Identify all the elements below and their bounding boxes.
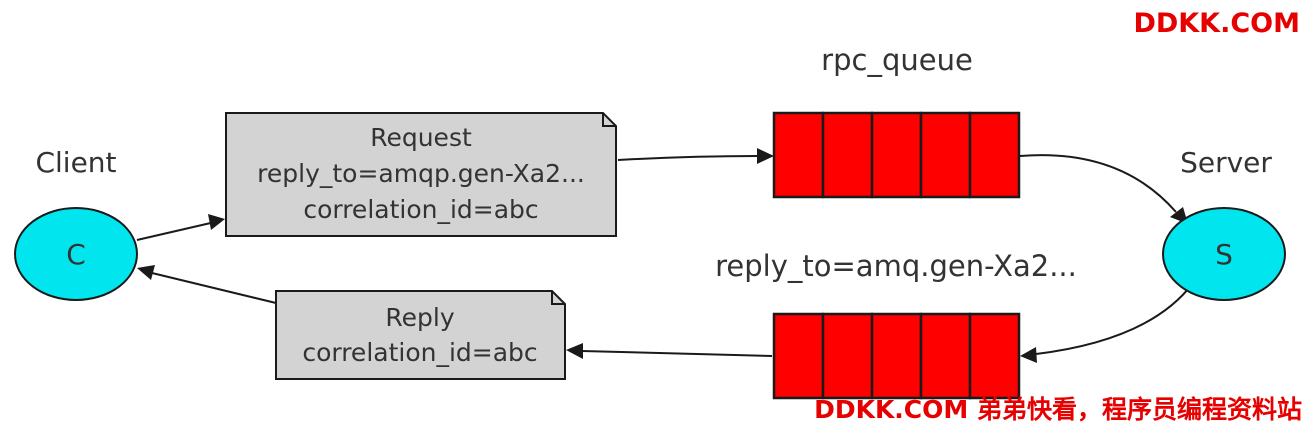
arrowhead-reply-queue-to-reply (566, 343, 583, 359)
reply-queue: reply_to=amq.gen-Xa2... (715, 249, 1077, 400)
reply-queue-label: reply_to=amq.gen-Xa2... (715, 249, 1077, 283)
arrow-server-to-reply-queue (1035, 282, 1194, 355)
server-node: Server S (1162, 146, 1286, 301)
request-message-box (225, 112, 617, 237)
queue-cell (772, 312, 825, 400)
request-queue-label: rpc_queue (821, 43, 973, 77)
request-message-fold (602, 113, 616, 127)
client-node: Client C (14, 146, 138, 301)
arrowhead-server-to-reply-queue (1020, 347, 1037, 363)
queue-cell (870, 312, 923, 400)
reply-message-fold (551, 291, 565, 305)
queue-cell (968, 111, 1021, 199)
request-message: Request reply_to=amqp.gen-Xa2... correla… (225, 112, 617, 237)
server-label: Server (1180, 146, 1272, 179)
request-message-correlation-id: correlation_id=abc (303, 195, 538, 224)
server-symbol: S (1215, 238, 1233, 271)
arrow-queue-to-server (1019, 154, 1177, 213)
arrow-reply-to-client (151, 272, 277, 304)
client-symbol: C (66, 238, 86, 271)
arrow-reply-queue-to-reply (581, 350, 773, 357)
queue-cell (821, 312, 874, 400)
reply-message-box (275, 290, 566, 380)
watermark-top: DDKK.COM (1133, 8, 1300, 39)
arrowhead-client-to-request (208, 214, 225, 230)
client-circle (14, 207, 138, 301)
queue-cell (821, 111, 874, 199)
queue-cell (870, 111, 923, 199)
queue-cell (919, 312, 972, 400)
arrowhead-reply-to-client (137, 265, 155, 280)
request-message-title: Request (370, 123, 472, 152)
request-queue: rpc_queue (772, 43, 1021, 199)
queue-cell (968, 312, 1021, 400)
queue-cell (919, 111, 972, 199)
arrow-request-to-queue (617, 155, 759, 161)
request-message-reply-to: reply_to=amqp.gen-Xa2... (257, 159, 585, 188)
server-circle (1162, 207, 1286, 301)
reply-message-correlation-id: correlation_id=abc (302, 338, 537, 367)
reply-message-title: Reply (385, 303, 454, 332)
arrowhead-request-to-queue (757, 148, 774, 164)
watermark-bottom: DDKK.COM 弟弟快看，程序员编程资料站 (814, 395, 1302, 424)
arrow-client-to-request (136, 221, 216, 241)
client-label: Client (35, 146, 116, 179)
reply-message: Reply correlation_id=abc (275, 290, 566, 380)
queue-cell (772, 111, 825, 199)
flow-arrows (136, 148, 1194, 363)
